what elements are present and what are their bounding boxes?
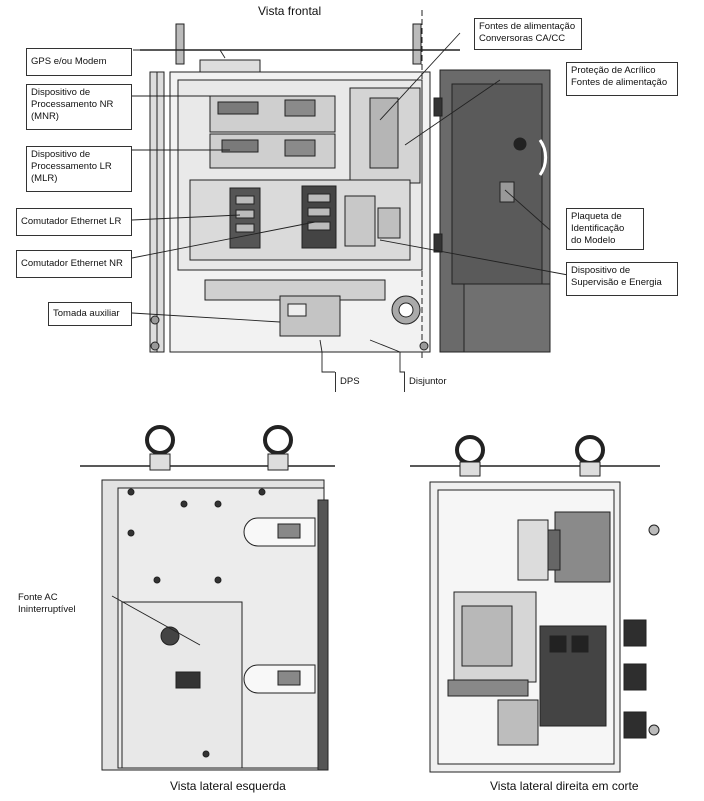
leader-lines: [111, 32, 569, 646]
label-disjuntor: Disjuntor: [404, 372, 462, 392]
label-plaqueta: Plaqueta de Identificação do Modelo: [566, 208, 644, 250]
label-dps: DPS: [335, 372, 369, 392]
label-mnr: Dispositivo de Processamento NR (MNR): [26, 84, 132, 130]
front-view-drawing: [140, 10, 551, 360]
right-side-view-drawing: [410, 435, 660, 773]
label-ethernet-nr: Comutador Ethernet NR: [16, 250, 132, 278]
right-view-title: Vista lateral direita em corte: [490, 779, 639, 793]
label-fonte-ac: Fonte AC Ininterruptível: [18, 592, 76, 615]
left-side-view-drawing: [80, 425, 335, 771]
label-acrilico: Proteção de Acrílico Fontes de alimentaç…: [566, 62, 678, 96]
label-gps-modem: GPS e/ou Modem: [26, 48, 132, 76]
label-mlr: Dispositivo de Processamento LR (MLR): [26, 146, 132, 192]
left-view-title: Vista lateral esquerda: [170, 779, 286, 793]
label-ethernet-lr: Comutador Ethernet LR: [16, 208, 132, 236]
label-fontes: Fontes de alimentação Conversoras CA/CC: [474, 18, 582, 50]
label-supervisao: Dispositivo de Supervisão e Energia: [566, 262, 678, 296]
front-view-title: Vista frontal: [258, 4, 322, 18]
label-tomada: Tomada auxiliar: [48, 302, 132, 326]
